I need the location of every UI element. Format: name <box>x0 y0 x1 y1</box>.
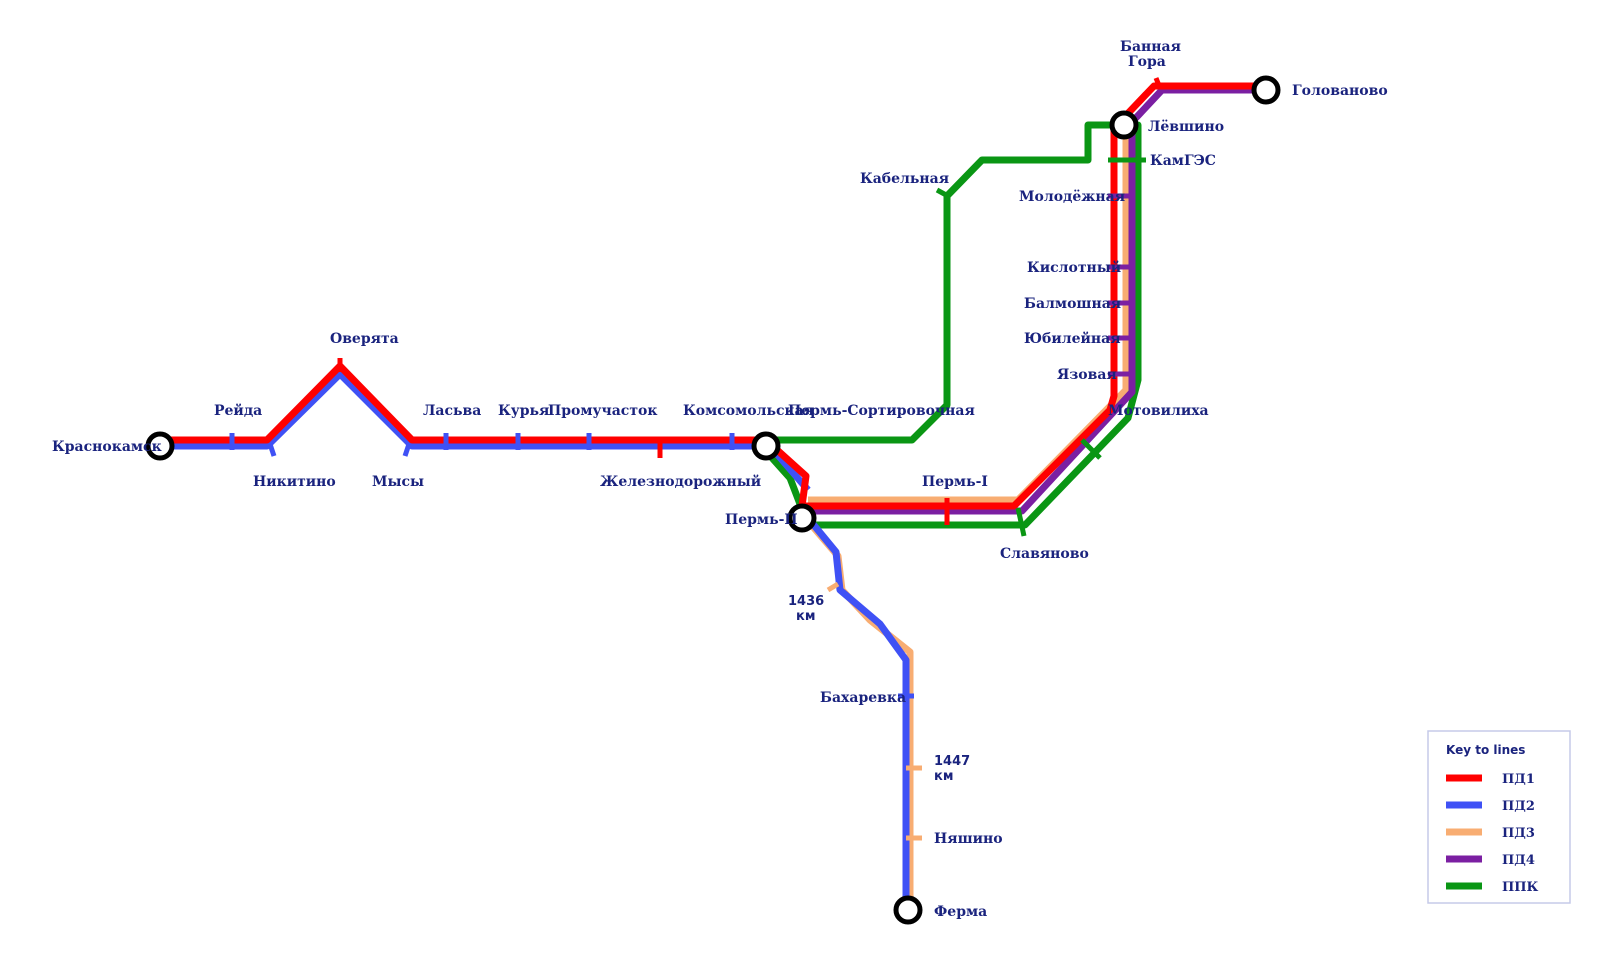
station-ticks <box>229 77 1163 841</box>
interchange-krasnokamsk[interactable] <box>145 431 175 461</box>
label-levshino[interactable]: Лёвшино <box>1148 119 1224 135</box>
interchange-perm2[interactable] <box>787 503 817 533</box>
label-perm1[interactable]: Пермь-I <box>922 474 988 490</box>
station-labels: Краснокамск Рейда Никитино Оверята Мысы … <box>52 39 1388 920</box>
legend-box <box>1427 730 1571 904</box>
legend-label-4: ПД4 <box>1502 853 1535 868</box>
interchange-golovanovo[interactable] <box>1251 75 1281 105</box>
label-nikitino[interactable]: Никитино <box>253 474 336 490</box>
label-promuchastok[interactable]: Промучасток <box>548 403 657 419</box>
label-golovanovo[interactable]: Голованово <box>1292 83 1388 99</box>
interchange-komsomolskaya[interactable] <box>751 431 781 461</box>
label-perm-sortirovochnaya[interactable]: Пермь-Сортировочная <box>788 403 975 419</box>
label-perm2[interactable]: Пермь-II <box>725 512 798 528</box>
label-bakharevka[interactable]: Бахаревка <box>820 690 906 706</box>
legend-label-5: ППК <box>1502 880 1539 895</box>
label-1447-km-1[interactable]: 1447 <box>934 754 970 769</box>
label-1436-km-1[interactable]: 1436 <box>788 594 824 609</box>
interchange-levshino[interactable] <box>1109 110 1139 140</box>
legend-label-1: ПД1 <box>1502 772 1535 787</box>
label-bannaya-gora-1[interactable]: Банная <box>1120 39 1181 55</box>
legend-label-2: ПД2 <box>1502 799 1535 814</box>
label-yubileynaya[interactable]: Юбилейная <box>1024 330 1121 347</box>
label-reyda[interactable]: Рейда <box>214 402 262 419</box>
line-pd3 <box>799 127 1130 905</box>
legend-title: Key to lines <box>1446 743 1525 757</box>
label-overyata[interactable]: Оверята <box>330 331 399 347</box>
label-kurya[interactable]: Курья <box>498 403 549 419</box>
label-1447-km-2[interactable]: км <box>934 769 953 784</box>
interchange-ferma[interactable] <box>893 895 923 925</box>
label-slavyanovo[interactable]: Славяново <box>1000 546 1089 562</box>
label-lasva[interactable]: Ласьва <box>423 403 481 419</box>
line-pd4 <box>808 86 1262 515</box>
label-ferma[interactable]: Ферма <box>934 904 987 920</box>
label-mysy[interactable]: Мысы <box>372 474 424 490</box>
line-ppk <box>761 121 1142 529</box>
legend-label-3: ПД3 <box>1502 826 1535 841</box>
label-motovilikha[interactable]: Мотовилиха <box>1108 403 1209 419</box>
label-1436-km-2[interactable]: км <box>796 609 815 624</box>
label-balmoshnaya[interactable]: Балмошная <box>1024 296 1121 312</box>
label-zheleznodorozhny[interactable]: Железнодорожный <box>600 473 761 490</box>
label-kabelnaya[interactable]: Кабельная <box>860 171 949 187</box>
interchanges <box>145 75 1281 925</box>
label-bannaya-gora-2[interactable]: Гора <box>1128 54 1166 70</box>
label-nyashino[interactable]: Няшино <box>934 831 1003 847</box>
label-yazovaya[interactable]: Язовая <box>1057 367 1117 383</box>
label-kamges[interactable]: КамГЭС <box>1150 153 1216 169</box>
label-komsomolskaya[interactable]: Комсомольская <box>683 403 814 419</box>
label-kislotny[interactable]: Кислотный <box>1027 259 1121 276</box>
label-krasnokamsk[interactable]: Краснокамск <box>52 439 162 455</box>
label-molodezhnaya[interactable]: Молодёжная <box>1019 189 1125 205</box>
